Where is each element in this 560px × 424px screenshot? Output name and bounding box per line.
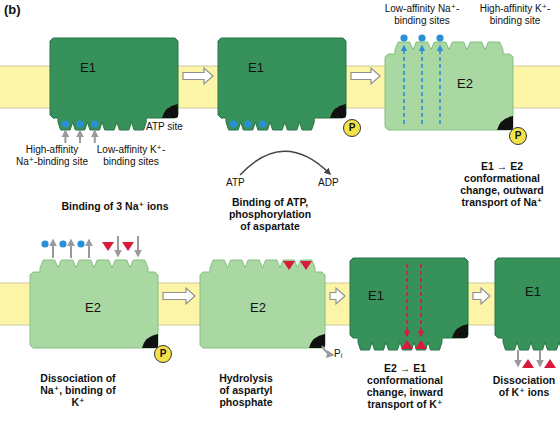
conformation-label: E1 (525, 284, 541, 299)
pump-protein: E1 (495, 258, 560, 350)
binding-arrow (79, 131, 81, 143)
step-caption: E2 → E1 conformational change, inward tr… (350, 362, 460, 410)
conformation-label: E1 (368, 288, 384, 303)
phosphate-symbol: P (509, 127, 527, 145)
conformation-label: E2 (85, 300, 101, 315)
step-caption: E1 → E2 conformational change, outward t… (448, 160, 556, 208)
step-caption: Dissociation of K⁺ ions (488, 374, 560, 398)
step-arrow (330, 288, 345, 304)
release-arrow (322, 346, 333, 355)
node-outline (218, 38, 346, 130)
release-arrow (539, 350, 541, 366)
pump-protein: E2 (30, 260, 158, 348)
step-arrow (183, 68, 213, 84)
panel-letter: (b) (4, 3, 44, 18)
binding-arrow (94, 131, 96, 143)
potassium-ion (102, 242, 114, 251)
step-caption: Binding of ATP, phosphorylation of aspar… (227, 196, 313, 232)
binding-arrow (117, 236, 119, 256)
protein-shape (350, 258, 468, 350)
protein-shape (385, 42, 513, 130)
site-label: Low-affinity K⁺-binding sites (96, 144, 166, 167)
step-caption: Dissociation of Na⁺, binding of K⁺ (40, 372, 116, 408)
protein-shape (30, 260, 158, 348)
step-arrow (351, 68, 380, 84)
potassium-ion (544, 359, 556, 368)
pump-protein: E1 (50, 38, 178, 130)
phosphate-circle: P (509, 127, 527, 145)
conformation-label: E2 (250, 300, 266, 315)
reaction-arrow (240, 151, 330, 175)
conformation-label: E1 (248, 60, 264, 75)
sodium-ion (59, 240, 66, 247)
sodium-ion (41, 240, 48, 247)
step-caption: Binding of 3 Na⁺ ions (40, 200, 190, 212)
molecule-label: ADP (318, 177, 348, 189)
site-label: ATP site (146, 121, 196, 133)
release-arrow (88, 240, 90, 258)
node-outline (385, 42, 513, 130)
pump-protein: E2 (385, 42, 513, 130)
protein-shape (495, 258, 560, 350)
molecule-label: Pᵢ (334, 348, 354, 360)
protein-shape (218, 38, 346, 130)
site-label: High-affinity Na⁺-binding site (16, 144, 88, 167)
pump-protein: E2 (200, 260, 325, 348)
protein-shape (50, 38, 178, 130)
node-outline (495, 258, 560, 350)
protein-shape (200, 260, 325, 348)
step-arrow (163, 288, 195, 304)
potassium-ion (522, 359, 534, 368)
node-outline (50, 38, 178, 130)
sodium-ion (418, 34, 425, 41)
phosphate-circle-shape (344, 120, 361, 137)
step-arrow (473, 288, 490, 304)
release-arrow (52, 240, 54, 258)
sodium-ion (436, 34, 443, 41)
step-caption: Hydrolysis of aspartyl phosphate (215, 372, 277, 408)
binding-arrow (64, 131, 66, 143)
pump-protein: E1 (350, 258, 468, 350)
phosphate-symbol: P (154, 345, 172, 363)
pump-protein: E1 (218, 38, 346, 130)
conformation-label: E1 (80, 60, 96, 75)
site-label: Low-affinity Na⁺-binding sites (376, 3, 468, 26)
potassium-ion (122, 242, 134, 251)
release-arrow (517, 350, 519, 366)
conformation-label: E2 (457, 76, 473, 91)
node-outline (350, 258, 468, 350)
release-arrow (70, 240, 72, 258)
binding-arrow (137, 236, 139, 256)
phosphate-circle: P (343, 119, 361, 137)
phosphate-symbol: P (343, 119, 361, 137)
sodium-ion (77, 240, 84, 247)
site-label: High-affinity K⁺-binding site (470, 3, 560, 26)
sodium-ion (400, 34, 407, 41)
phosphate-circle-shape (510, 128, 527, 145)
molecule-label: ATP (226, 177, 256, 189)
phosphate-circle-shape (155, 346, 172, 363)
phosphate-circle: P (154, 345, 172, 363)
